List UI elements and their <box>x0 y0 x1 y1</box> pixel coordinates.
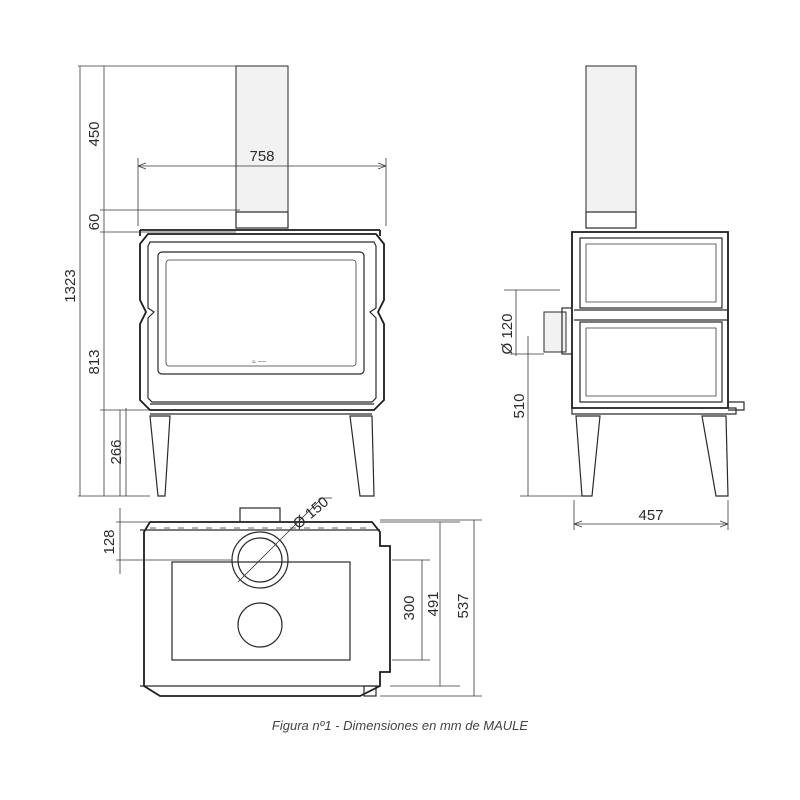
side-leg-right <box>701 415 729 497</box>
front-leg-right <box>349 415 375 497</box>
front-logo: ≈ ~~ <box>252 359 266 366</box>
front-dimensions: 758 450 60 1323 813 266 <box>62 65 387 497</box>
front-leg-left <box>149 415 171 497</box>
dim-side-flue-height: 510 <box>511 393 528 418</box>
top-hob-circle <box>237 602 283 648</box>
front-view: ≈ ~~ <box>139 65 385 497</box>
side-dimensions: Ø 120 510 457 <box>499 289 729 530</box>
front-flue-collar <box>235 211 289 229</box>
top-flue-inner <box>237 537 283 583</box>
dim-total-height: 1323 <box>62 269 79 302</box>
side-chimney-pipe <box>585 65 637 213</box>
dim-leg-height: 266 <box>108 439 125 464</box>
side-leg-left <box>575 415 601 497</box>
front-chimney-pipe <box>235 65 289 213</box>
dim-top-to-flue: 60 <box>86 214 103 231</box>
dim-body-height: 813 <box>86 349 103 374</box>
dim-width: 758 <box>249 148 274 165</box>
front-door <box>147 241 377 403</box>
dim-top-flue-diameter: Ø 150 <box>290 493 332 532</box>
dim-firebox-depth: 300 <box>401 595 418 620</box>
top-dimensions: Ø 150 128 300 491 537 <box>101 493 482 697</box>
dim-depth: 457 <box>638 507 663 524</box>
dim-body-depth: 491 <box>425 591 442 616</box>
dim-top-rear-offset: 128 <box>101 529 118 554</box>
dim-side-flue-diameter: Ø 120 <box>499 314 516 355</box>
top-view <box>140 507 391 697</box>
side-view <box>543 65 745 497</box>
top-body <box>143 521 391 697</box>
figure-caption: Figura nº1 - Dimensiones en mm de MAULE <box>271 718 529 733</box>
top-plate-recess <box>171 561 351 661</box>
side-rear-flue <box>543 311 567 353</box>
front-body <box>139 233 385 411</box>
dim-chimney-height: 450 <box>86 121 103 146</box>
dim-total-depth: 537 <box>455 593 472 618</box>
front-glass <box>157 251 365 375</box>
